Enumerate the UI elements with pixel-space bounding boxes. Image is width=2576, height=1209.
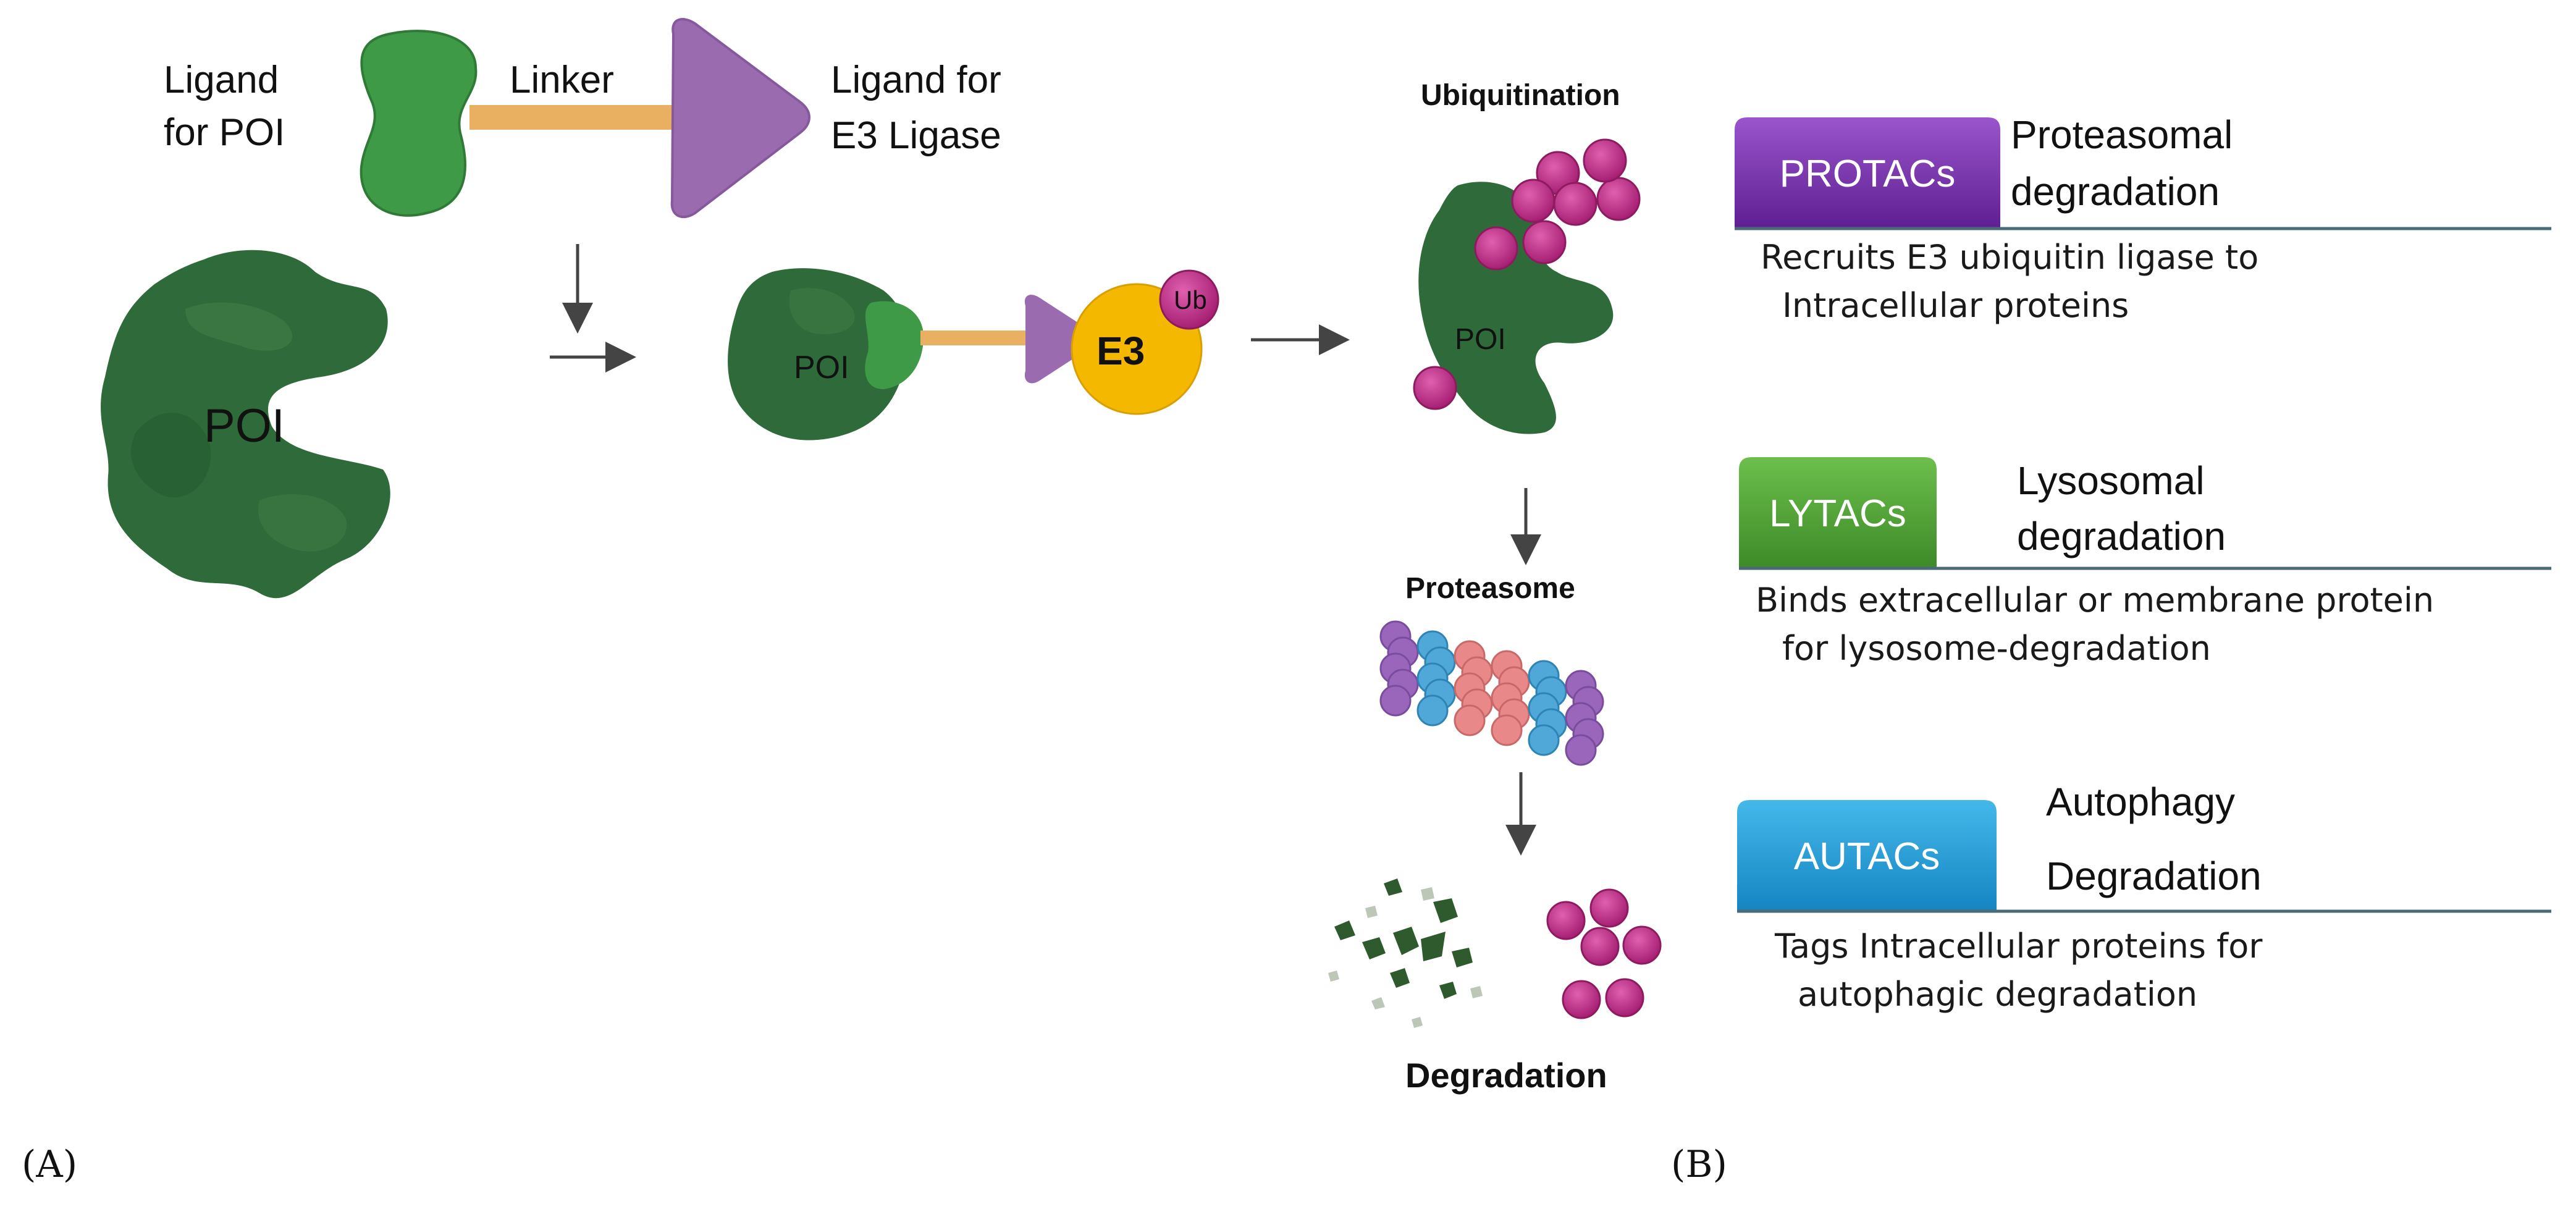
proteasome-ring <box>1528 660 1567 756</box>
degradation-label: Degradation <box>1405 1056 1607 1095</box>
tac-description: Binds extracellular or membrane protein <box>1756 581 2434 620</box>
poi-ligand-shape <box>360 30 478 217</box>
linker-bar <box>469 105 673 130</box>
proteasome-ring <box>1454 640 1493 736</box>
protac-molecule <box>360 18 810 219</box>
tac-title: degradation <box>2017 514 2226 558</box>
panel-a-label: (A) <box>22 1143 77 1186</box>
tac-description: Intracellular proteins <box>1782 286 2129 325</box>
recycled-ubiquitin <box>1546 888 1662 1019</box>
degraded-fragments <box>1328 878 1483 1028</box>
tac-badge <box>1737 800 1997 911</box>
tac-description: autophagic degradation <box>1798 975 2197 1014</box>
ubiquitination-label: Ubiquitination <box>1421 79 1620 112</box>
poi-label: POI <box>204 400 285 452</box>
tac-title: Proteasomal <box>2011 112 2233 157</box>
tac-description: Recruits E3 ubiquitin ligase to <box>1761 238 2258 277</box>
bound-poi-ligand <box>865 301 924 389</box>
panel-b-label: (B) <box>1671 1143 1727 1186</box>
proteasome-ring <box>1565 670 1604 766</box>
proteasome-ring <box>1379 620 1419 717</box>
proteasome-ring <box>1491 650 1530 746</box>
ubiquitinated-poi <box>1413 138 1641 434</box>
ubiquitin-tag <box>1159 269 1219 330</box>
ub-label: Ub <box>1174 285 1207 314</box>
complex-poi-label: POI <box>794 350 849 385</box>
tac-title: Degradation <box>2046 854 2262 898</box>
tac-badge <box>1735 117 2000 229</box>
tac-title: degradation <box>2011 169 2220 214</box>
tac-badge-label: AUTACs <box>1794 835 1940 878</box>
proteasome <box>1379 620 1604 766</box>
tac-title: Autophagy <box>2046 780 2235 824</box>
e3-label: E3 <box>1096 329 1145 373</box>
tac-description: for lysosome-degradation <box>1782 629 2211 668</box>
ligand-e3-label: Ligand for E3 Ligase <box>831 59 1012 157</box>
ligand-poi-label: Ligand for POI <box>164 59 289 154</box>
tac-description: Tags Intracellular proteins for <box>1774 927 2263 966</box>
ternary-complex <box>728 268 1219 440</box>
ubiquitinated-poi-label: POI <box>1455 323 1506 356</box>
tac-badge <box>1739 457 1937 568</box>
poi-protein-large <box>101 250 390 599</box>
proteasome-label: Proteasome <box>1405 572 1575 605</box>
tac-badge-label: PROTACs <box>1780 153 1956 195</box>
linker-label: Linker <box>510 59 614 101</box>
tac-badge-label: LYTACs <box>1769 492 1906 535</box>
proteasome-ring <box>1416 630 1456 727</box>
tac-title: Lysosomal <box>2017 458 2205 503</box>
e3-ligand-triangle <box>670 18 810 219</box>
